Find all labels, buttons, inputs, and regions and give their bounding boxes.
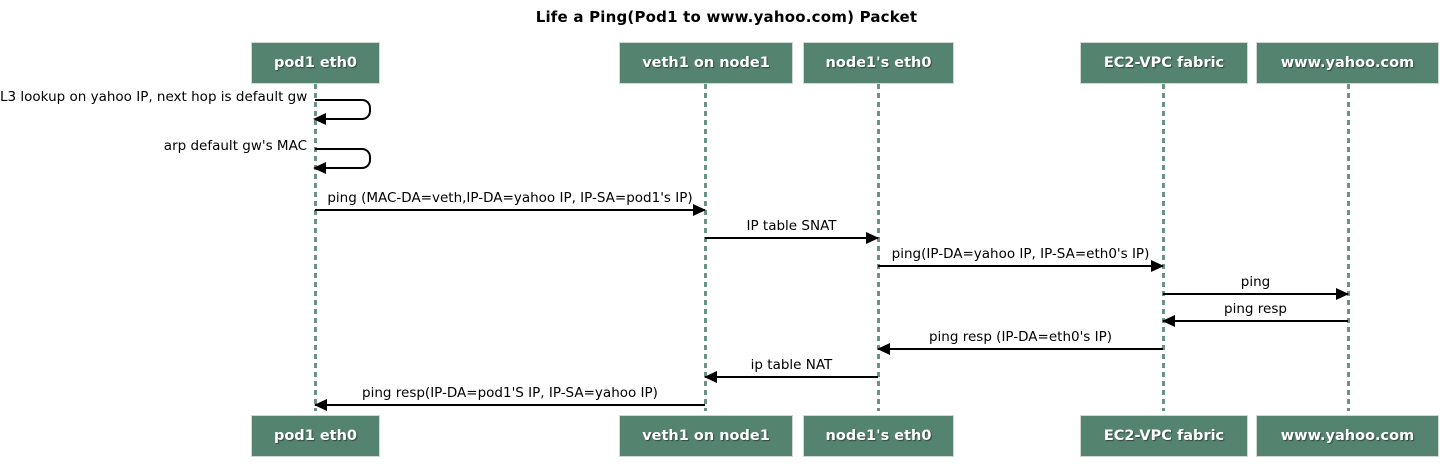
lifeline-ec2-vpc-fabric — [1162, 84, 1165, 411]
arrow-head-right-icon — [1336, 288, 1349, 300]
message-label: ip table NAT — [750, 357, 833, 373]
message-label: ping resp (IP-DA=eth0's IP) — [928, 329, 1113, 345]
participant-label: node1's eth0 — [825, 428, 932, 444]
message-label: arp default gw's MAC — [163, 138, 307, 154]
message-label: L3 lookup on yahoo IP, next hop is defau… — [0, 89, 308, 105]
arrow-head-left-icon — [314, 399, 327, 411]
message-label: ping (MAC-DA=veth,IP-DA=yahoo IP, IP-SA=… — [327, 190, 693, 206]
message-line — [315, 209, 705, 211]
participant-header-pod1-eth0[interactable]: pod1 eth0 — [251, 42, 380, 84]
lifeline-node1s-eth0 — [877, 84, 880, 411]
lifeline-www-yahoo-com — [1347, 84, 1350, 411]
participant-footer-node1s-eth0[interactable]: node1's eth0 — [803, 415, 954, 457]
participant-label: EC2-VPC fabric — [1103, 428, 1225, 444]
participant-label: pod1 eth0 — [273, 428, 358, 444]
participant-label: veth1 on node1 — [642, 55, 770, 71]
participant-label: node1's eth0 — [825, 55, 932, 71]
arrow-head-right-icon — [693, 204, 706, 216]
arrow-head-right-icon — [1151, 260, 1164, 272]
message-line — [315, 404, 705, 406]
participant-footer-ec2-vpc-fabric[interactable]: EC2-VPC fabric — [1080, 415, 1248, 457]
participant-header-ec2-vpc-fabric[interactable]: EC2-VPC fabric — [1080, 42, 1248, 84]
lifeline-pod1-eth0 — [314, 84, 317, 411]
participant-header-node1s-eth0[interactable]: node1's eth0 — [803, 42, 954, 84]
participant-label: www.yahoo.com — [1280, 55, 1415, 71]
message-line — [878, 348, 1163, 350]
arrow-head-left-icon — [313, 113, 326, 125]
participant-footer-veth1-on-node1[interactable]: veth1 on node1 — [619, 415, 793, 457]
participant-label: pod1 eth0 — [273, 55, 358, 71]
participant-header-veth1-on-node1[interactable]: veth1 on node1 — [619, 42, 793, 84]
message-label: ping resp(IP-DA=pod1'S IP, IP-SA=yahoo I… — [362, 385, 658, 401]
message-label: ping — [1240, 274, 1271, 290]
page-title: Life a Ping(Pod1 to www.yahoo.com) Packe… — [535, 8, 918, 26]
self-message-loop — [315, 148, 371, 169]
arrow-head-left-icon — [1162, 315, 1175, 327]
participant-label: veth1 on node1 — [642, 428, 770, 444]
participant-header-www-yahoo-com[interactable]: www.yahoo.com — [1256, 42, 1439, 84]
message-line — [878, 265, 1163, 267]
arrow-head-left-icon — [877, 343, 890, 355]
message-label: ping(IP-DA=yahoo IP, IP-SA=eth0's IP) — [891, 246, 1150, 262]
arrow-head-left-icon — [704, 371, 717, 383]
arrow-head-left-icon — [313, 162, 326, 174]
self-message-loop — [315, 99, 371, 120]
arrow-head-right-icon — [866, 232, 879, 244]
participant-label: www.yahoo.com — [1280, 428, 1415, 444]
message-line — [1163, 293, 1348, 295]
participant-footer-pod1-eth0[interactable]: pod1 eth0 — [251, 415, 380, 457]
message-line — [705, 237, 878, 239]
message-line — [705, 376, 878, 378]
participant-label: EC2-VPC fabric — [1103, 55, 1225, 71]
message-line — [1163, 320, 1348, 322]
message-label: IP table SNAT — [746, 218, 837, 234]
participant-footer-www-yahoo-com[interactable]: www.yahoo.com — [1256, 415, 1439, 457]
message-label: ping resp — [1224, 301, 1287, 317]
lifeline-veth1-on-node1 — [704, 84, 707, 411]
